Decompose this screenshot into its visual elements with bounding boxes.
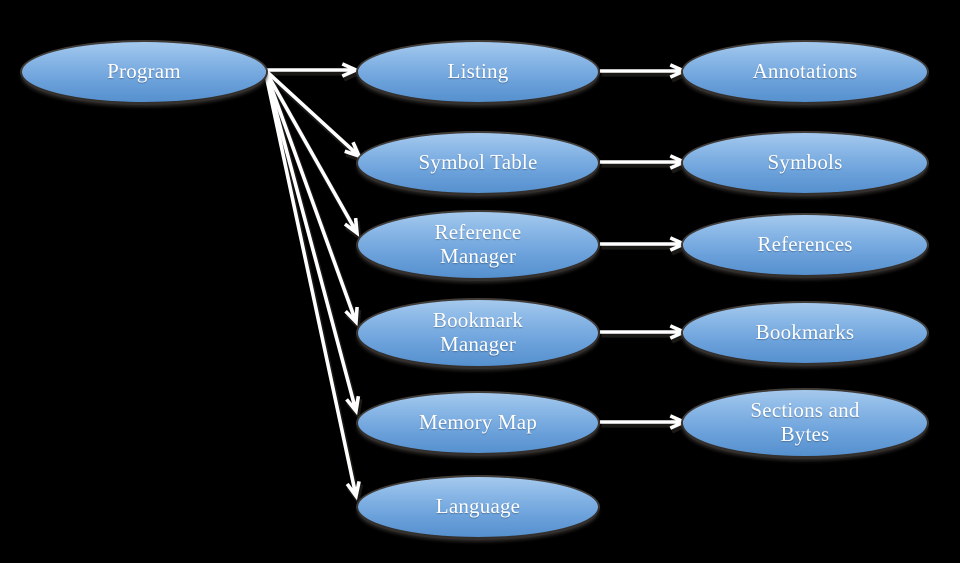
node-language[interactable]: Language	[358, 477, 598, 537]
edge-program-memory-map	[263, 69, 361, 416]
node-label-symbols: Symbols	[767, 150, 843, 175]
edge-program-listing	[265, 62, 361, 78]
node-sections-bytes[interactable]: Sections and Bytes	[683, 390, 927, 456]
edge-lines	[263, 62, 689, 501]
node-label-symbol-table: Symbol Table	[418, 150, 538, 175]
node-bookmarks[interactable]: Bookmarks	[683, 303, 927, 363]
node-label-references: References	[757, 232, 853, 257]
edge-program-bookmark-manager	[263, 69, 359, 327]
node-label-sections-bytes: Sections and Bytes	[750, 398, 860, 446]
node-label-memory-map: Memory Map	[418, 410, 538, 435]
edge-program-language	[263, 69, 361, 501]
node-bookmark-manager[interactable]: Bookmark Manager	[358, 300, 598, 366]
node-label-language: Language	[435, 494, 521, 519]
node-label-annotations: Annotations	[752, 59, 858, 84]
node-memory-map[interactable]: Memory Map	[358, 393, 598, 453]
node-program[interactable]: Program	[22, 42, 266, 102]
node-label-bookmark-manager: Bookmark Manager	[432, 308, 524, 356]
node-symbol-table[interactable]: Symbol Table	[358, 133, 598, 193]
node-listing[interactable]: Listing	[358, 42, 598, 102]
edge-program-symbol-table	[263, 68, 363, 159]
node-label-bookmarks: Bookmarks	[755, 320, 855, 345]
node-label-listing: Listing	[447, 59, 509, 84]
node-symbols[interactable]: Symbols	[683, 133, 927, 193]
node-label-program: Program	[107, 59, 181, 84]
node-reference-manager[interactable]: Reference Manager	[358, 212, 598, 278]
node-label-reference-manager: Reference Manager	[434, 220, 522, 268]
node-references[interactable]: References	[683, 215, 927, 275]
node-annotations[interactable]: Annotations	[683, 42, 927, 102]
edge-program-reference-manager	[263, 69, 360, 237]
